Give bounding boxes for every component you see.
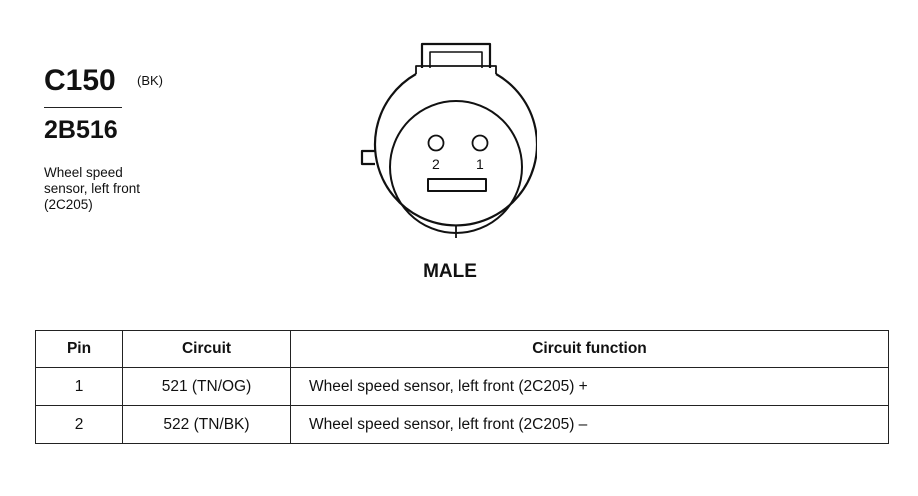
description-line-2: sensor, left front: [44, 181, 141, 196]
connector-shell-top: [415, 65, 497, 74]
connector-face-diagram: 2 1: [360, 42, 537, 238]
connector-keying-slot: [427, 178, 487, 192]
connector-outer-shell: [373, 73, 537, 227]
pin-1-label: 1: [476, 156, 484, 172]
cell-circuit-function: Wheel speed sensor, left front (2C205) +: [290, 367, 889, 406]
table-row: 2 522 (TN/BK) Wheel speed sensor, left f…: [35, 405, 889, 444]
title-underline: [44, 107, 122, 108]
pinout-table: Pin Circuit Circuit function 1 521 (TN/O…: [35, 330, 889, 444]
table-header-row: Pin Circuit Circuit function: [35, 330, 889, 368]
connector-latch-inner: [429, 51, 483, 68]
connector-description: Wheel speed sensor, left front (2C205): [44, 165, 194, 213]
description-line-3: (2C205): [44, 197, 93, 212]
connector-id: C150: [44, 64, 116, 97]
connector-inner-face: [389, 100, 523, 234]
table-row: 1 521 (TN/OG) Wheel speed sensor, left f…: [35, 367, 889, 406]
header-circuit: Circuit: [122, 330, 291, 368]
header-pin: Pin: [35, 330, 123, 368]
connector-side-tab: [360, 149, 375, 166]
cell-pin: 1: [35, 367, 123, 406]
view-label: MALE: [423, 261, 477, 282]
header-circuit-function: Circuit function: [290, 330, 889, 368]
cell-circuit-function: Wheel speed sensor, left front (2C205) –: [290, 405, 889, 444]
connector-color-code: (BK): [137, 73, 163, 88]
pin-1-hole: [471, 134, 489, 152]
cell-circuit: 521 (TN/OG): [122, 367, 291, 406]
description-line-1: Wheel speed: [44, 165, 123, 180]
connector-latch: [420, 42, 492, 68]
pin-2-hole: [427, 134, 445, 152]
pin-2-label: 2: [432, 156, 440, 172]
cell-circuit: 522 (TN/BK): [122, 405, 291, 444]
part-number: 2B516: [44, 116, 118, 144]
cell-pin: 2: [35, 405, 123, 444]
